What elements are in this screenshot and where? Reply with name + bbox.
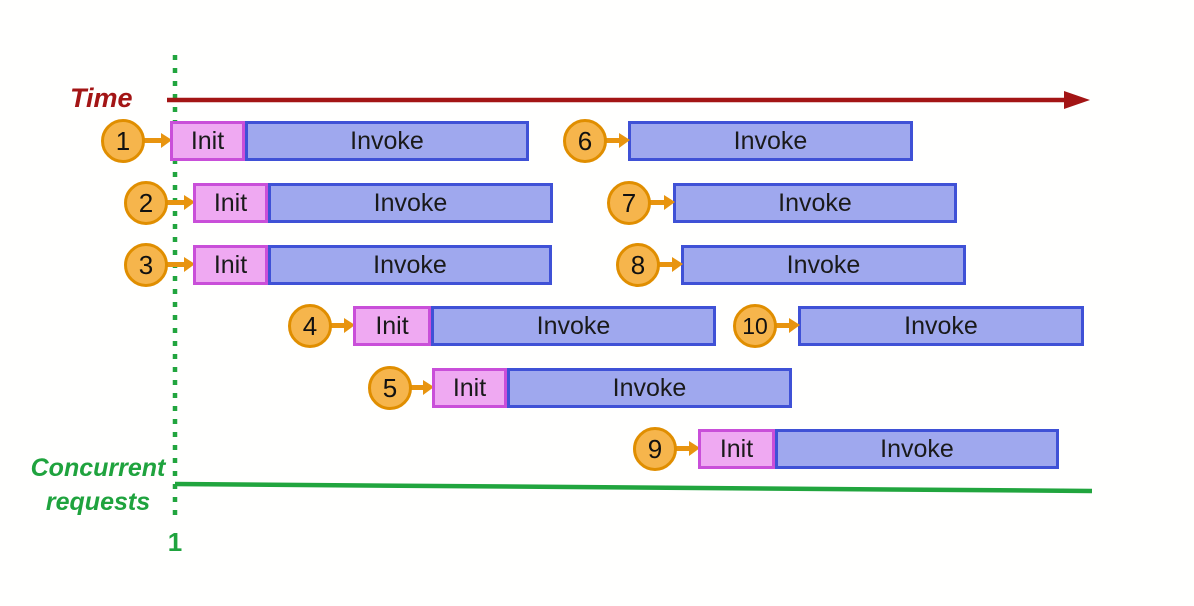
invoke-phase-box: Invoke — [507, 368, 792, 408]
connector-arrow-icon — [331, 318, 355, 333]
connector-arrow-icon — [606, 133, 630, 148]
invoke-phase-box: Invoke — [798, 306, 1084, 346]
invoke-phase-box: Invoke — [681, 245, 966, 285]
request-badge: 1 — [101, 119, 145, 163]
concurrency-level-line — [174, 481, 1093, 494]
invoke-phase-box: Invoke — [268, 245, 552, 285]
init-phase-box: Init — [432, 368, 507, 408]
invoke-phase-box: Invoke — [673, 183, 957, 223]
init-phase-box: Init — [193, 183, 268, 223]
concurrency-tick-label: 1 — [167, 527, 183, 557]
invoke-phase-box: Invoke — [245, 121, 529, 161]
connector-arrow-icon — [776, 318, 800, 333]
request-badge: 10 — [733, 304, 777, 348]
request-badge: 4 — [288, 304, 332, 348]
connector-arrow-icon — [411, 380, 434, 395]
request-badge: 9 — [633, 427, 677, 471]
request-badge: 2 — [124, 181, 168, 225]
invoke-phase-box: Invoke — [431, 306, 716, 346]
init-phase-box: Init — [170, 121, 245, 161]
invoke-phase-box: Invoke — [268, 183, 553, 223]
time-axis-arrow-icon — [1064, 91, 1090, 109]
connector-arrow-icon — [659, 257, 683, 272]
connector-arrow-icon — [167, 195, 195, 210]
concurrency-axis-label-line1: Concurrent — [30, 454, 166, 482]
request-badge: 7 — [607, 181, 651, 225]
init-phase-box: Init — [698, 429, 775, 469]
invoke-phase-box: Invoke — [775, 429, 1059, 469]
invoke-phase-box: Invoke — [628, 121, 913, 161]
connector-arrow-icon — [676, 441, 700, 456]
concurrency-axis-label: Concurrent requests — [18, 451, 178, 519]
concurrency-axis-label-line2: requests — [45, 488, 151, 516]
init-phase-box: Init — [193, 245, 268, 285]
connector-arrow-icon — [144, 133, 172, 148]
request-badge: 5 — [368, 366, 412, 410]
connector-arrow-icon — [167, 257, 195, 272]
request-badge: 3 — [124, 243, 168, 287]
connector-arrow-icon — [650, 195, 675, 210]
time-axis-label: Time — [70, 83, 133, 113]
init-phase-box: Init — [353, 306, 431, 346]
request-badge: 8 — [616, 243, 660, 287]
request-badge: 6 — [563, 119, 607, 163]
